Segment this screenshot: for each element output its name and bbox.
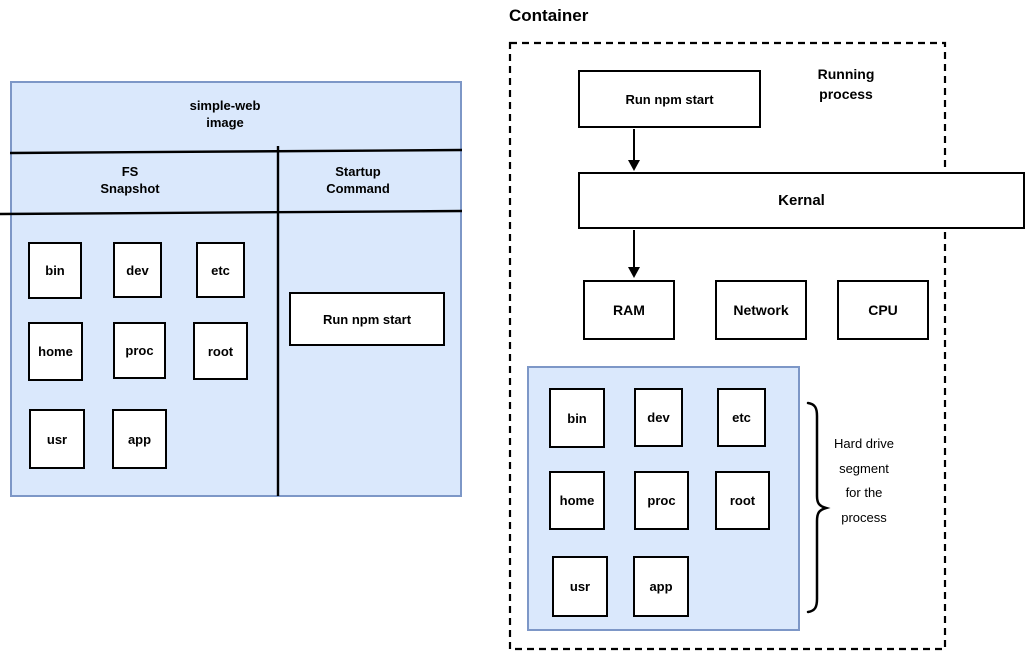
startup-command-header: Startup Command: [326, 164, 390, 196]
fs-folder-label: root: [729, 493, 756, 508]
running-process-box: Run npm start: [578, 70, 761, 128]
fs-folder-label: bin: [567, 410, 587, 426]
fs-folder-box: home: [549, 471, 605, 530]
fs-folder-box: app: [633, 556, 689, 617]
container-title: Container: [509, 6, 589, 25]
hard-drive-brace: [806, 401, 831, 614]
fs-folder-label: home: [559, 493, 595, 508]
fs-folder-label: proc: [125, 343, 154, 358]
fs-folder-box: proc: [113, 322, 166, 379]
cpu-label: CPU: [868, 302, 898, 318]
image-card-divider-top: [9, 148, 463, 155]
kernel-label: Kernal: [778, 192, 825, 209]
fs-folder-label: usr: [46, 431, 68, 447]
fs-folder-label: app: [127, 431, 152, 447]
network-label: Network: [733, 302, 789, 318]
fs-folder-box: app: [112, 409, 167, 469]
cpu-box: CPU: [837, 280, 929, 340]
arrowhead-process-to-kernel: [628, 160, 640, 171]
startup-command-label: Run npm start: [322, 311, 412, 327]
arrowhead-kernel-to-ram: [628, 267, 640, 278]
ram-box: RAM: [583, 280, 675, 340]
fs-folder-box: root: [193, 322, 248, 380]
fs-folder-box: home: [28, 322, 83, 381]
fs-folder-box: usr: [29, 409, 85, 469]
network-box: Network: [715, 280, 807, 340]
fs-folder-label: home: [38, 344, 73, 359]
container-boundary: [508, 41, 947, 651]
fs-folder-label: root: [207, 343, 234, 359]
running-process-caption: Running process: [817, 66, 875, 102]
fs-folder-box: bin: [549, 388, 605, 448]
image-card-divider-bottom: [0, 209, 463, 216]
fs-folder-label: proc: [647, 493, 676, 508]
kernel-box: Kernal: [578, 172, 1025, 229]
running-process-box-label: Run npm start: [625, 91, 714, 107]
fs-folder-label: app: [649, 579, 673, 594]
fs-folder-label: etc: [211, 262, 230, 278]
fs-folder-box: etc: [717, 388, 766, 447]
startup-command-box: Run npm start: [289, 292, 445, 346]
fs-snapshot-header: FS Snapshot: [100, 164, 160, 196]
fs-folder-box: usr: [552, 556, 608, 617]
fs-folder-box: proc: [634, 471, 689, 530]
fs-folder-label: bin: [45, 263, 65, 278]
hard-drive-caption: Hard drive segment for the process: [834, 436, 894, 525]
fs-folder-box: etc: [196, 242, 245, 298]
fs-folder-box: dev: [113, 242, 162, 298]
ram-label: RAM: [613, 302, 645, 318]
fs-folder-box: root: [715, 471, 770, 530]
fs-folder-box: dev: [634, 388, 683, 447]
fs-folder-box: bin: [28, 242, 82, 299]
fs-folder-label: etc: [732, 410, 751, 425]
fs-folder-label: dev: [647, 410, 670, 425]
image-card-title: simple-web image: [189, 98, 261, 130]
fs-folder-label: usr: [569, 579, 591, 594]
fs-folder-label: dev: [126, 262, 149, 278]
